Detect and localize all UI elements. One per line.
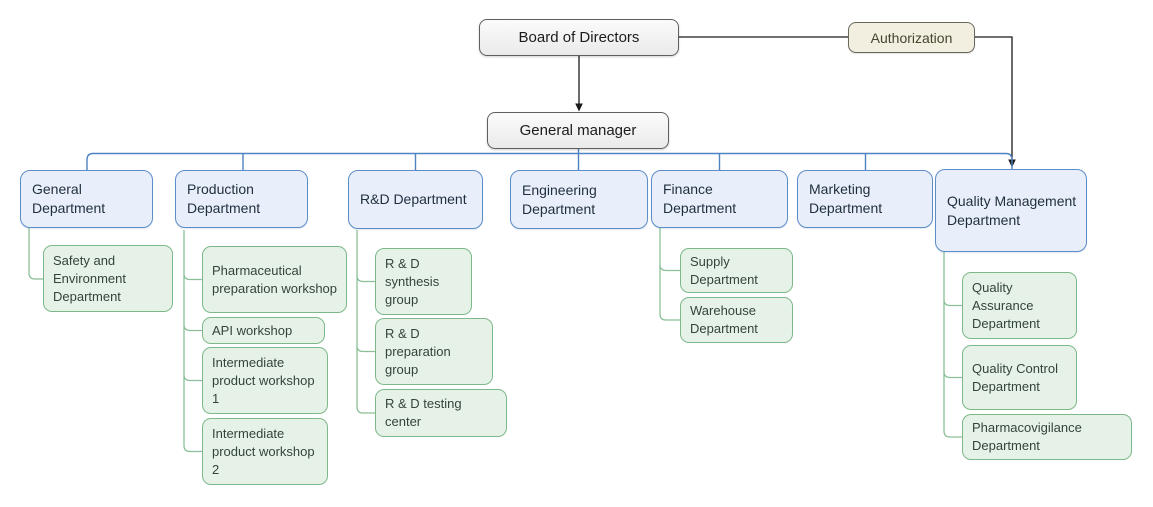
- subdept-intermediate-workshop-1[interactable]: Intermediate product workshop 1: [202, 347, 328, 414]
- node-authorization[interactable]: Authorization: [848, 22, 975, 53]
- subdept-rnd-synthesis-group[interactable]: R & D synthesis group: [375, 248, 472, 315]
- dept-production[interactable]: Production Department: [175, 170, 308, 228]
- edges-rnd-children: [356, 230, 375, 414]
- edges-finance-children: [659, 228, 680, 321]
- edge-department-rail: [86, 152, 1013, 170]
- edge-department-stubs: [242, 149, 867, 170]
- subdept-rnd-preparation-group[interactable]: R & D preparation group: [375, 318, 493, 385]
- dept-finance[interactable]: Finance Department: [651, 170, 788, 228]
- edges-general-children: [28, 228, 43, 280]
- arrowhead-general-manager: [575, 103, 583, 112]
- subdept-quality-control[interactable]: Quality Control Department: [962, 345, 1077, 410]
- dept-marketing[interactable]: Marketing Department: [797, 170, 933, 228]
- subdept-quality-assurance[interactable]: Quality Assurance Department: [962, 272, 1077, 339]
- subdept-pharmacovigilance[interactable]: Pharmacovigilance Department: [962, 414, 1132, 460]
- edges-quality-children: [943, 252, 962, 438]
- subdept-safety-environment[interactable]: Safety and Environment Department: [43, 245, 173, 312]
- dept-engineering[interactable]: Engineering Department: [510, 170, 648, 229]
- node-board-of-directors[interactable]: Board of Directors: [479, 19, 679, 56]
- edges-production-children: [183, 230, 202, 453]
- subdept-warehouse[interactable]: Warehouse Department: [680, 297, 793, 343]
- node-general-manager[interactable]: General manager: [487, 112, 669, 149]
- dept-quality-management[interactable]: Quality Management Department: [935, 169, 1087, 252]
- edge-authorization-to-quality: [975, 36, 1013, 160]
- subdept-intermediate-workshop-2[interactable]: Intermediate product workshop 2: [202, 418, 328, 485]
- dept-general[interactable]: General Department: [20, 170, 153, 228]
- subdept-pharmaceutical-preparation-workshop[interactable]: Pharmaceutical preparation workshop: [202, 246, 347, 313]
- subdept-rnd-testing-center[interactable]: R & D testing center: [375, 389, 507, 437]
- dept-rnd[interactable]: R&D Department: [348, 170, 483, 229]
- subdept-supply[interactable]: Supply Department: [680, 248, 793, 293]
- subdept-api-workshop[interactable]: API workshop: [202, 317, 325, 344]
